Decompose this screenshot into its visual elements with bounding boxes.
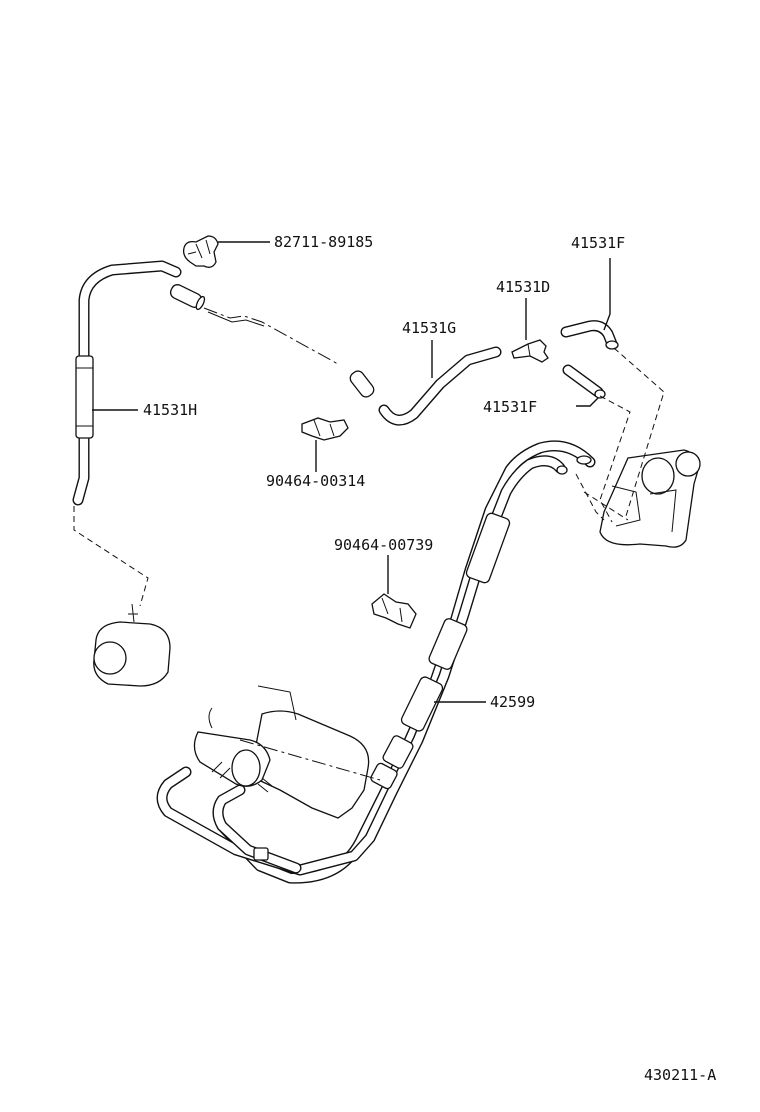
label-41531h: 41531H [143,401,197,419]
clamp-90464-00314 [301,417,349,441]
label-41531f-top: 41531F [571,234,625,252]
label-82711-89185: 82711-89185 [274,233,373,251]
connector-41531d [511,339,549,363]
leader-lines [92,241,611,703]
charcoal-canister [575,449,701,548]
pipe-42599 [156,440,596,884]
fuel-tank-assembly [193,685,381,819]
label-90464-00314: 90464-00314 [266,472,365,490]
hose-41531h [72,260,206,506]
hose-41531f-lower [562,364,606,399]
figure-code: 430211-A [644,1066,716,1084]
hose-41531f-top [560,320,619,350]
label-41531g: 41531G [402,319,456,337]
fuel-line-centerline [203,307,339,365]
label-42599: 42599 [490,693,535,711]
filter-device-left [73,506,171,687]
clamp-90464-00739 [371,593,417,629]
label-41531f-lower: 41531F [483,398,537,416]
label-41531d: 41531D [496,278,550,296]
label-90464-00739: 90464-00739 [334,536,433,554]
clip-82711-89185 [182,235,219,268]
hose-41531g [349,346,502,426]
connection-lines-canister [599,347,665,523]
